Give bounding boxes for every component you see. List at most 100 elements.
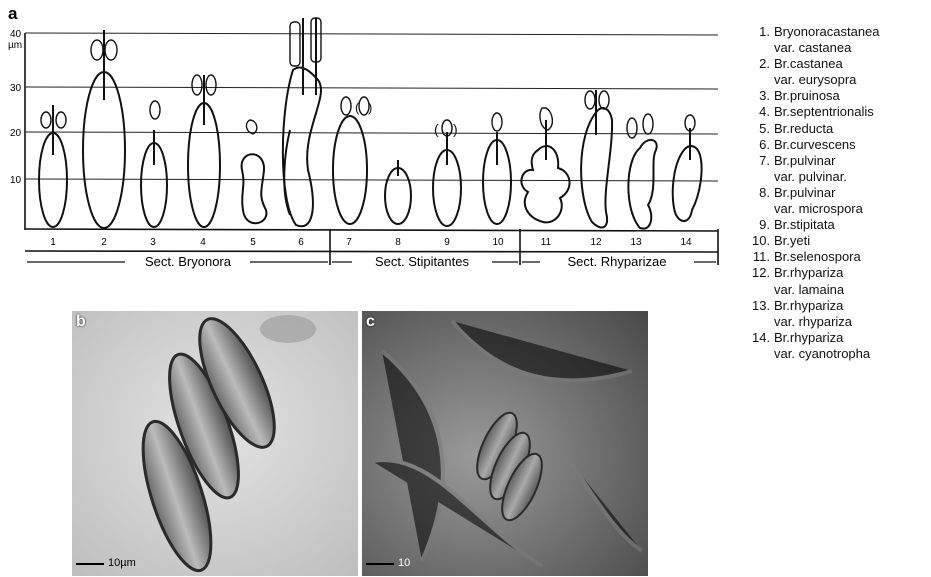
legend-species: rhypariza <box>790 265 843 281</box>
legend-number: 4. <box>752 104 770 120</box>
column-number: 11 <box>541 237 552 248</box>
ascus-13 <box>628 140 656 229</box>
svg-text:): ) <box>368 100 372 115</box>
column-number: 14 <box>680 237 692 248</box>
legend-species: rhypariza <box>790 330 843 346</box>
legend-item: 6.Br. curvescens <box>752 137 930 153</box>
legend-number: 8. <box>752 185 770 201</box>
legend-item: 12.Br. rhypariza <box>752 265 930 281</box>
legend-number: 1. <box>752 24 770 40</box>
legend-genus: Br. <box>774 185 790 201</box>
tick-label-20: 20 <box>10 128 22 139</box>
section-labels: Sect. Bryonora Sect. Stipitantes Sect. R… <box>145 254 667 269</box>
spore-icon <box>56 112 66 128</box>
legend-species: castanea <box>790 56 843 72</box>
legend-genus: Br. <box>774 217 790 233</box>
legend-item: 4.Br. septentrionalis <box>752 104 930 120</box>
column-number: 12 <box>590 237 602 248</box>
column-numbers: 1 2 3 4 5 6 7 8 9 10 11 12 13 14 <box>50 237 692 248</box>
spore-icon <box>643 114 653 134</box>
legend-item: 8.Br. pulvinar <box>752 185 930 201</box>
ascus-7 <box>333 116 367 224</box>
legend-number: 11. <box>752 249 770 265</box>
legend-genus: Br. <box>774 56 790 72</box>
scale-bar <box>366 563 394 565</box>
legend-variety: var. rhypariza <box>752 314 930 330</box>
micrograph-b: b 10µm <box>72 311 358 576</box>
scale-label-b: 10µm <box>108 557 136 569</box>
section-label-stipitantes: Sect. Stipitantes <box>375 254 469 269</box>
panel-b-label: b <box>76 313 86 331</box>
legend-variety: var. microspora <box>752 201 930 217</box>
svg-text:(: ( <box>355 100 360 115</box>
legend-variety: var. eurysopra <box>752 72 930 88</box>
legend-genus: Br. <box>774 265 790 281</box>
legend-number: 12. <box>752 265 770 281</box>
column-number: 13 <box>630 237 642 248</box>
spore-icon <box>150 101 160 119</box>
legend-genus: Br. <box>774 249 790 265</box>
legend-variety: var. cyanotropha <box>752 346 930 362</box>
ascus-5 <box>242 154 267 223</box>
ascus-8 <box>385 168 411 224</box>
tick-label-10: 10 <box>10 175 22 186</box>
spore-stack-icon <box>290 22 300 66</box>
ascus-14 <box>673 146 702 221</box>
legend-number: 7. <box>752 153 770 169</box>
legend-genus: Br. <box>774 298 790 314</box>
legend-genus: Bryonora <box>774 24 827 40</box>
micrograph-b-image <box>72 311 358 576</box>
panel-a-label: a <box>8 4 18 23</box>
legend-species: yeti <box>790 233 810 249</box>
svg-text:(: ( <box>434 121 439 137</box>
scale-bar <box>76 563 104 565</box>
column-number: 8 <box>395 237 401 248</box>
legend-genus: Br. <box>774 153 790 169</box>
spore-icon <box>599 91 609 109</box>
legend-species: septentrionalis <box>790 104 874 120</box>
asci-outlines: ( ) ( ) <box>39 18 702 229</box>
spore-icon <box>41 112 51 128</box>
legend-number: 14. <box>752 330 770 346</box>
column-number: 6 <box>298 237 304 248</box>
legend-species: reducta <box>790 121 833 137</box>
legend-number: 10. <box>752 233 770 249</box>
tick-label-30: 30 <box>10 83 22 94</box>
axis-unit-label: µm <box>8 40 22 51</box>
spore-icon <box>585 91 595 109</box>
section-label-rhyparizae: Sect. Rhyparizae <box>568 254 667 269</box>
legend-species: selenospora <box>790 249 861 265</box>
legend-item: 13.Br. rhypariza <box>752 298 930 314</box>
column-number: 1 <box>50 237 56 248</box>
legend-number: 2. <box>752 56 770 72</box>
legend-species: pruinosa <box>790 88 840 104</box>
legend-variety: var. pulvinar. <box>752 169 930 185</box>
legend-species: rhypariza <box>790 298 843 314</box>
legend-number: 9. <box>752 217 770 233</box>
column-number: 4 <box>200 237 206 248</box>
svg-text:): ) <box>453 121 458 137</box>
spore-icon <box>246 120 256 134</box>
legend-item: 10.Br. yeti <box>752 233 930 249</box>
legend-item: 2.Br. castanea <box>752 56 930 72</box>
spore-icon <box>341 97 351 115</box>
legend-item: 14.Br. rhypariza <box>752 330 930 346</box>
legend-genus: Br. <box>774 104 790 120</box>
legend-species: pulvinar <box>790 185 836 201</box>
legend-item: 3.Br. pruinosa <box>752 88 930 104</box>
legend-item: 11.Br. selenospora <box>752 249 930 265</box>
column-number: 9 <box>444 237 450 248</box>
spore-icon <box>91 40 103 60</box>
legend-species: stipitata <box>790 217 835 233</box>
section-label-bryonora: Sect. Bryonora <box>145 254 232 269</box>
spore-icon <box>206 75 216 95</box>
legend-item: 5.Br. reducta <box>752 121 930 137</box>
legend-variety: var. castanea <box>752 40 930 56</box>
legend-species: castanea <box>827 24 880 40</box>
column-number: 5 <box>250 237 256 248</box>
spore-icon <box>627 118 637 138</box>
panel-c-label: c <box>366 313 375 331</box>
column-number: 7 <box>346 237 352 248</box>
legend-genus: Br. <box>774 233 790 249</box>
legend-number: 5. <box>752 121 770 137</box>
